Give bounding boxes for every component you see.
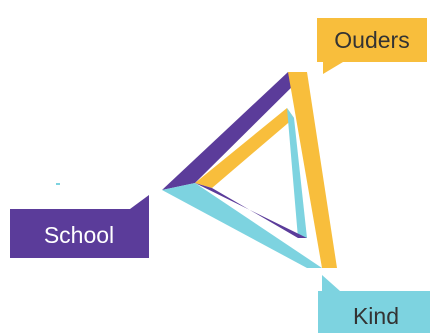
inner-band-yellow: [195, 108, 294, 188]
callout-kind-box: [318, 291, 430, 333]
callout-kind: Kind: [318, 275, 430, 333]
callout-school-label: School: [44, 222, 114, 248]
triangle-band-blue: [162, 183, 322, 268]
callout-ouders-box: [317, 18, 427, 62]
callout-ouders-label: Ouders: [334, 27, 409, 53]
callout-kind-label: Kind: [353, 303, 399, 329]
impossible-triangle: [162, 72, 337, 268]
callout-school: School: [10, 195, 149, 258]
callout-ouders-pointer: [323, 62, 343, 74]
callout-ouders: Ouders: [317, 18, 427, 74]
callout-school-pointer: [130, 195, 149, 209]
triangle-band-purple: [162, 72, 307, 190]
inner-band-purple: [195, 183, 307, 238]
callout-school-box: [10, 209, 149, 258]
callout-kind-pointer: [322, 275, 340, 291]
inner-band-blue: [287, 108, 307, 238]
triangle-band-yellow: [288, 72, 337, 268]
